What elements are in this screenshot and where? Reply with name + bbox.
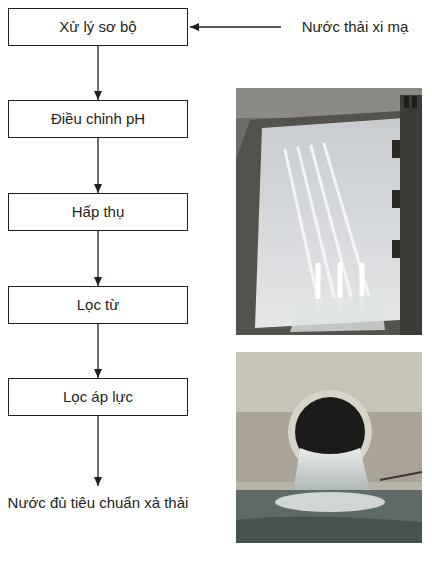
process-box: Điều chỉnh pH	[8, 100, 188, 138]
process-box: Hấp thụ	[8, 193, 188, 231]
tank-photo	[236, 88, 422, 335]
step-text: Lọc áp lực	[57, 388, 139, 406]
flow-arrow	[97, 231, 98, 286]
input-label: Nước thải xi mạ	[284, 17, 426, 37]
process-box: Lọc áp lực	[8, 378, 188, 416]
flow-arrow	[97, 46, 98, 100]
step-text: Điều chỉnh pH	[45, 110, 151, 128]
flow-arrow	[97, 138, 98, 193]
step-text: Xử lý sơ bộ	[53, 18, 142, 36]
outflow-arrow	[97, 416, 98, 486]
inflow-arrow	[190, 26, 281, 27]
step-text: Hấp thụ	[66, 203, 131, 221]
flow-arrow	[97, 324, 98, 378]
process-box: Xử lý sơ bộ	[8, 8, 188, 46]
output-label: Nước đủ tiêu chuẩn xả thải	[4, 493, 192, 513]
outlet-photo	[236, 352, 422, 543]
process-box: Lọc từ	[8, 286, 188, 324]
step-text: Lọc từ	[71, 296, 126, 314]
